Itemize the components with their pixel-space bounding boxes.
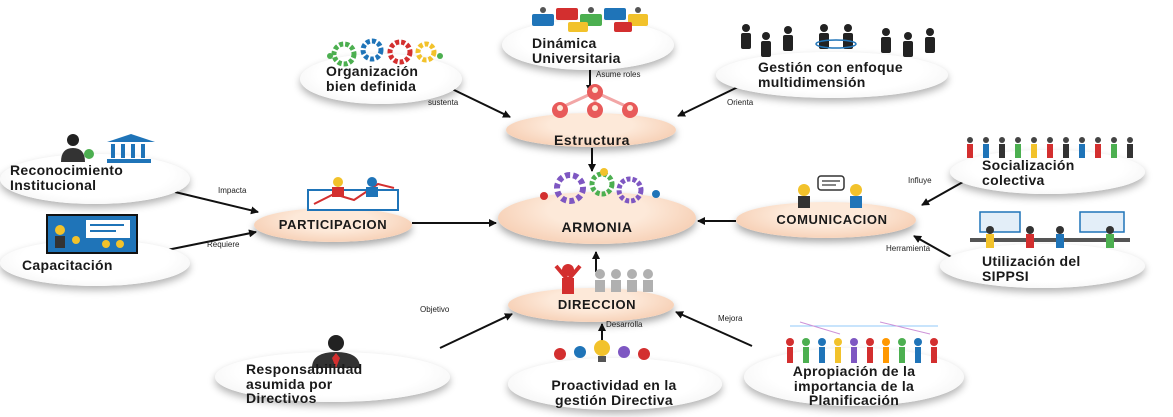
label-comunicacion: COMUNICACION: [776, 212, 888, 227]
edge-label-impacta: Impacta: [218, 186, 247, 195]
node-organizacion: [300, 54, 462, 104]
leader-group-icon: [554, 264, 653, 294]
node-armonia: [498, 192, 696, 244]
edge-label-objetivo: Objetivo: [420, 305, 450, 314]
arrow-organizacion-estructura: [451, 88, 511, 118]
edge-label-mejora: Mejora: [718, 314, 743, 323]
node-comunicacion: [736, 202, 916, 238]
arrow-responsabilidad-direccion: [439, 313, 513, 349]
edge-label-asume-roles: Asume roles: [596, 70, 641, 79]
node-reconocimiento: [0, 154, 190, 204]
edge-label-desarrolla: Desarrolla: [606, 320, 643, 329]
person-institution-icon: [61, 134, 155, 163]
light-bulb-icon: [554, 340, 650, 362]
network-people-icon: [786, 321, 938, 363]
office-team-icon: [970, 211, 1130, 248]
edge-label-sustenta: sustenta: [428, 98, 459, 107]
edge-label-requiere: Requiere: [207, 240, 240, 249]
gears-team-icon: [327, 38, 443, 67]
label-capacitacion: Capacitación: [22, 257, 113, 273]
arrow-capacitacion-participacion: [166, 229, 257, 251]
podium-icon: [307, 177, 399, 211]
arrow-apropiacion-direccion: [675, 311, 753, 347]
edge-label-orienta: Orienta: [727, 98, 754, 107]
node-sippsi: [940, 244, 1145, 288]
crowd-icon: [967, 137, 1133, 158]
edge-label-herramienta: Herramienta: [886, 244, 931, 253]
puzzle-people-icon: [532, 7, 648, 32]
presentation-board-icon: [46, 214, 138, 254]
label-direccion: DIRECCION: [557, 297, 637, 312]
node-estructura: [506, 113, 676, 147]
label-estructura: Estructura: [553, 132, 631, 148]
business-people-icon: [741, 24, 935, 57]
node-proactividad: [508, 358, 722, 410]
arrow-gestion-estructura: [677, 85, 741, 117]
label-armonia: ARMONIA: [561, 219, 633, 235]
label-participacion: PARTICIPACION: [278, 217, 388, 232]
node-participacion: [254, 208, 412, 242]
hierarchy-icon: [552, 84, 638, 118]
node-direccion: [508, 288, 674, 322]
node-gestion: [716, 52, 948, 98]
edge-label-influye: Influye: [908, 176, 932, 185]
chat-bubbles-icon: [798, 175, 862, 208]
gears-team-icon: [540, 168, 660, 204]
businessman-icon: [312, 335, 360, 368]
arrow-reconocimiento-participacion: [174, 191, 259, 215]
